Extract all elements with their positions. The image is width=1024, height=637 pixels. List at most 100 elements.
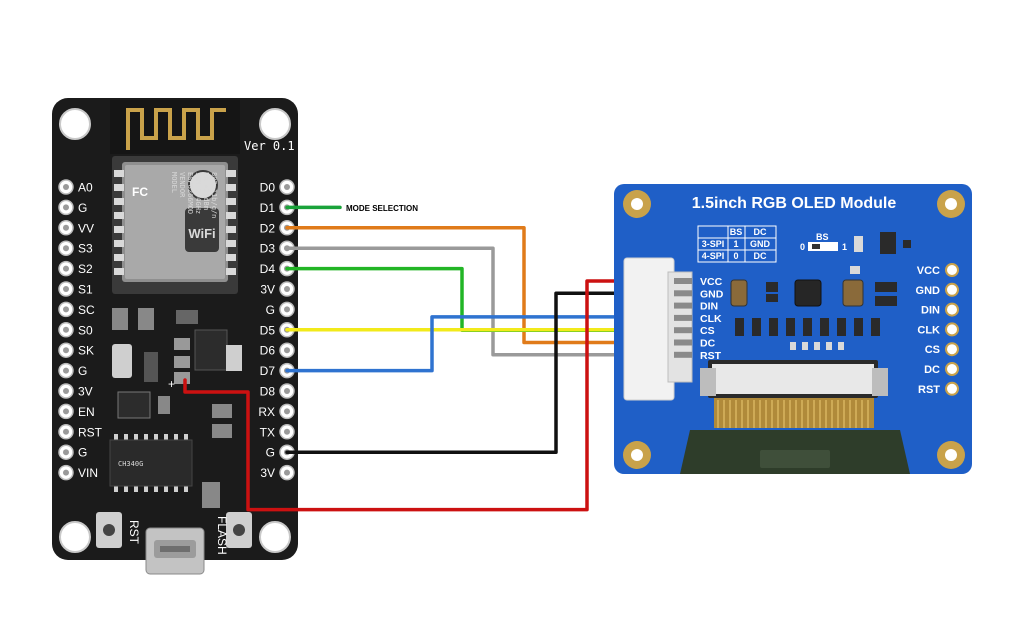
connector-pin-label: CLK (700, 313, 722, 325)
connector-pin (674, 290, 692, 297)
micro-usb-port[interactable] (145, 527, 205, 575)
right-pin-label: 3V (260, 283, 275, 297)
flash-button[interactable] (226, 512, 252, 548)
right-pin-label: D1 (260, 201, 276, 215)
esp-chip-line: 802.11b/g/n (210, 172, 218, 218)
left-pin-header (58, 179, 74, 481)
oled-mounting-holes (623, 190, 965, 469)
spi-table-cell: 1 (733, 239, 738, 249)
left-pin-label: S3 (78, 242, 93, 256)
left-pin-label: SK (78, 344, 94, 358)
oled-header-label: DC (924, 364, 940, 376)
polarity-mark: + (168, 377, 175, 391)
left-pin-label: A0 (78, 181, 93, 195)
capacitor (112, 344, 132, 378)
right-pin-label: D2 (260, 221, 276, 235)
mode-selection-label: MODE SELECTION (346, 204, 418, 213)
oled-header-label: RST (918, 384, 940, 396)
wire-d2-dc (285, 226, 678, 345)
board-components: + (112, 308, 242, 438)
oled-header-pin (945, 362, 959, 376)
oled-header-label: CLK (917, 324, 940, 336)
left-pin-label: RST (78, 425, 103, 439)
oled-header-pin (945, 322, 959, 337)
left-pin-label: G (78, 446, 87, 460)
right-pin-label: D6 (260, 344, 276, 358)
esp-chip-line: PA +25dBm (202, 172, 210, 210)
left-pin-label: 3V (78, 385, 93, 399)
spi-table-cell: 4-SPI (702, 251, 725, 261)
oled-header-pin (945, 381, 959, 396)
wire-d7-clk (285, 315, 678, 373)
spi-table-header: DC (754, 227, 767, 237)
bs-jumper-label: BS (816, 232, 829, 242)
esp-chip-line: ISM 2.4GHz (194, 172, 202, 214)
wire-3v-vcc (183, 279, 678, 512)
flash-button-label: FLASH (215, 516, 229, 555)
left-pin-label: VIN (78, 466, 98, 480)
right-pin-label: D8 (260, 385, 276, 399)
oled-fpc-connector[interactable] (623, 257, 693, 401)
right-pin-label: D7 (260, 364, 276, 378)
wifi-logo-text: WiFi (188, 226, 215, 241)
spi-table-cell: DC (754, 251, 767, 261)
right-pin-label: 3V (260, 466, 275, 480)
left-pin-label: EN (78, 405, 95, 419)
oled-header-label: GND (916, 285, 941, 297)
connector-pin (674, 278, 692, 284)
spi-table-header: BS (730, 227, 743, 237)
oled-header-pin (945, 342, 959, 357)
right-pin-label: D0 (260, 181, 276, 195)
esp-chip-line: MODEL (170, 172, 178, 193)
right-pin-label: D5 (260, 323, 276, 337)
right-pin-label: G (266, 303, 275, 317)
left-pin-label: G (78, 364, 87, 378)
connector-pin (674, 314, 692, 321)
wires (183, 205, 678, 512)
esp-chip-line: VENDOR (178, 172, 186, 198)
fcc-logo: FC (132, 185, 148, 199)
usb-serial-chip: CH340G (109, 434, 193, 492)
connector-pin (674, 302, 692, 309)
oled-components (730, 266, 897, 350)
rst-button[interactable] (96, 512, 122, 548)
left-pin-label: S0 (78, 323, 93, 337)
oled-pin-header (945, 263, 959, 396)
wire-d3-rst (285, 246, 678, 357)
connector-pin (674, 327, 692, 334)
oled-header-label: CS (925, 344, 940, 356)
nodemcu-mounting-holes (59, 108, 291, 553)
left-pin-label: G (78, 201, 87, 215)
rst-button-label: RST (127, 520, 141, 545)
oled-header-pin (945, 282, 959, 297)
usb-chip-label: CH340G (118, 460, 143, 468)
left-pin-label: SC (78, 303, 95, 317)
right-pin-label: G (266, 446, 275, 460)
connector-pin-label: GND (700, 288, 724, 300)
bs-value-0: 0 (800, 242, 805, 252)
spi-table-cell: 3-SPI (702, 239, 725, 249)
right-pin-label: D4 (260, 262, 276, 276)
right-pin-label: D3 (260, 242, 276, 256)
connector-pin-label: DIN (700, 301, 718, 313)
chip-logo-icon (188, 170, 218, 200)
connector-pin (674, 351, 692, 358)
antenna-trace (110, 100, 240, 154)
connector-pin-label: CS (700, 325, 715, 337)
bs-jumper[interactable]: BS 0 1 (800, 232, 911, 254)
right-pin-label: RX (258, 405, 275, 419)
wifi-logo-icon (185, 208, 219, 252)
oled-header-label: VCC (917, 265, 940, 277)
connector-pin-label: VCC (700, 276, 723, 288)
left-pin-label: VV (78, 221, 94, 235)
board-version: Ver 0.1 (244, 139, 295, 153)
